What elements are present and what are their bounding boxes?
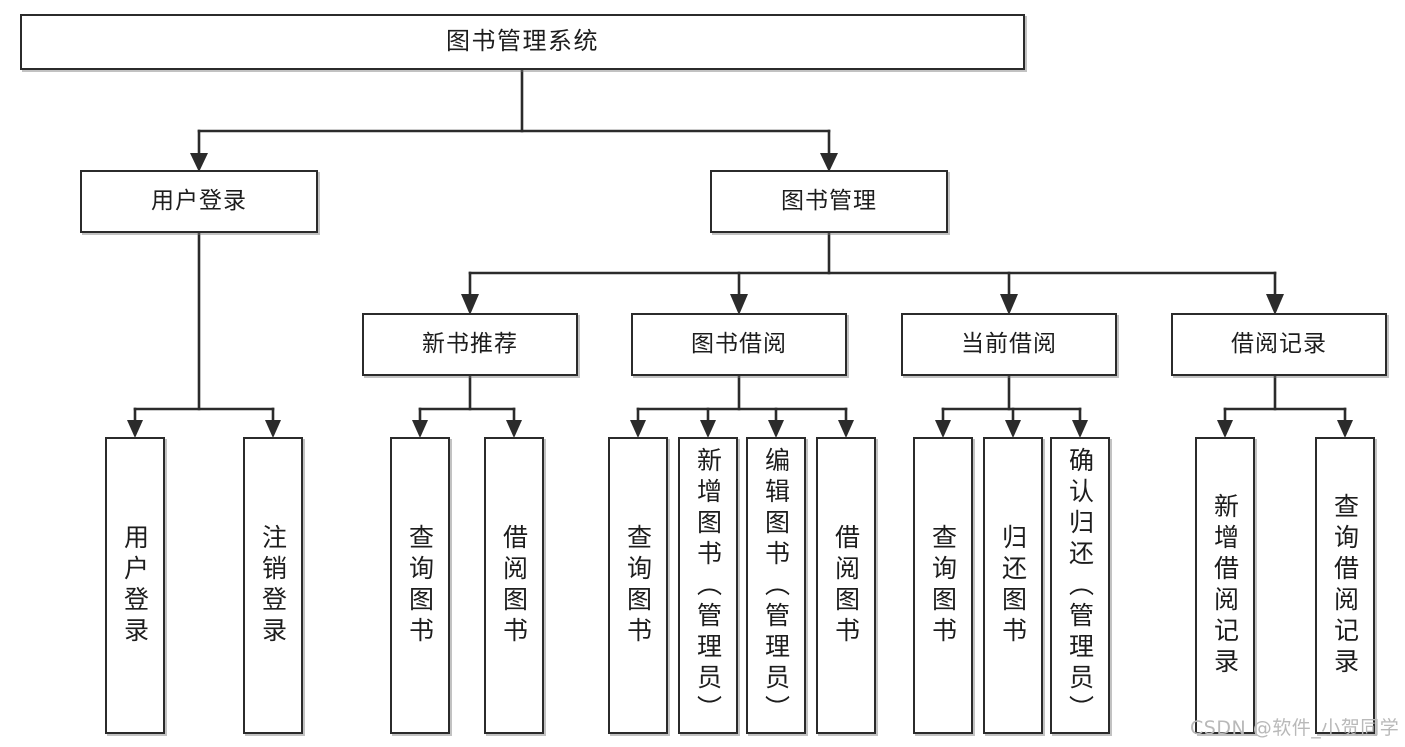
node-label: 归还图书 [998,523,1028,648]
leaf-user-login[interactable]: 用户登录 [105,437,165,734]
leaf-confirm-return-admin[interactable]: 确认归还（管理员） [1050,437,1110,734]
node-current-borrow[interactable]: 当前借阅 [901,313,1117,376]
node-label: 新增图书（管理员） [693,447,723,726]
leaf-borrow-book-borrow[interactable]: 借阅图书 [816,437,876,734]
node-label: 借阅图书 [831,523,861,648]
node-borrow-record[interactable]: 借阅记录 [1171,313,1387,376]
leaf-return-book[interactable]: 归还图书 [983,437,1043,734]
node-new-book-recommend[interactable]: 新书推荐 [362,313,578,376]
node-label: 用户登录 [120,523,150,648]
leaf-borrow-book-recommend[interactable]: 借阅图书 [484,437,544,734]
leaf-edit-book-admin[interactable]: 编辑图书（管理员） [746,437,806,734]
leaf-query-book-recommend[interactable]: 查询图书 [390,437,450,734]
node-label: 查询图书 [405,523,435,648]
node-label: 新书推荐 [422,331,518,358]
leaf-add-borrow-record[interactable]: 新增借阅记录 [1195,437,1255,734]
node-label: 图书管理 [781,188,877,215]
node-label: 注销登录 [258,523,288,648]
leaf-add-book-admin[interactable]: 新增图书（管理员） [678,437,738,734]
node-user-login[interactable]: 用户登录 [80,170,318,233]
node-label: 图书管理系统 [446,27,599,56]
node-label: 借阅图书 [499,523,529,648]
node-label: 编辑图书（管理员） [761,447,791,726]
node-label: 借阅记录 [1231,331,1327,358]
node-label: 新增借阅记录 [1210,492,1240,679]
node-label: 当前借阅 [961,331,1057,358]
leaf-query-book-borrow[interactable]: 查询图书 [608,437,668,734]
node-label: 查询图书 [928,523,958,648]
node-label: 查询图书 [623,523,653,648]
node-book-borrow[interactable]: 图书借阅 [631,313,847,376]
csdn-watermark: CSDN @软件_小贺同学 [1190,717,1400,739]
node-label: 查询借阅记录 [1330,492,1360,679]
leaf-query-borrow-record[interactable]: 查询借阅记录 [1315,437,1375,734]
node-label: 确认归还（管理员） [1065,447,1095,726]
leaf-query-book-current[interactable]: 查询图书 [913,437,973,734]
leaf-logout-login[interactable]: 注销登录 [243,437,303,734]
node-label: 用户登录 [151,188,247,215]
node-root-book-management-system[interactable]: 图书管理系统 [20,14,1025,70]
node-book-management[interactable]: 图书管理 [710,170,948,233]
node-label: 图书借阅 [691,331,787,358]
